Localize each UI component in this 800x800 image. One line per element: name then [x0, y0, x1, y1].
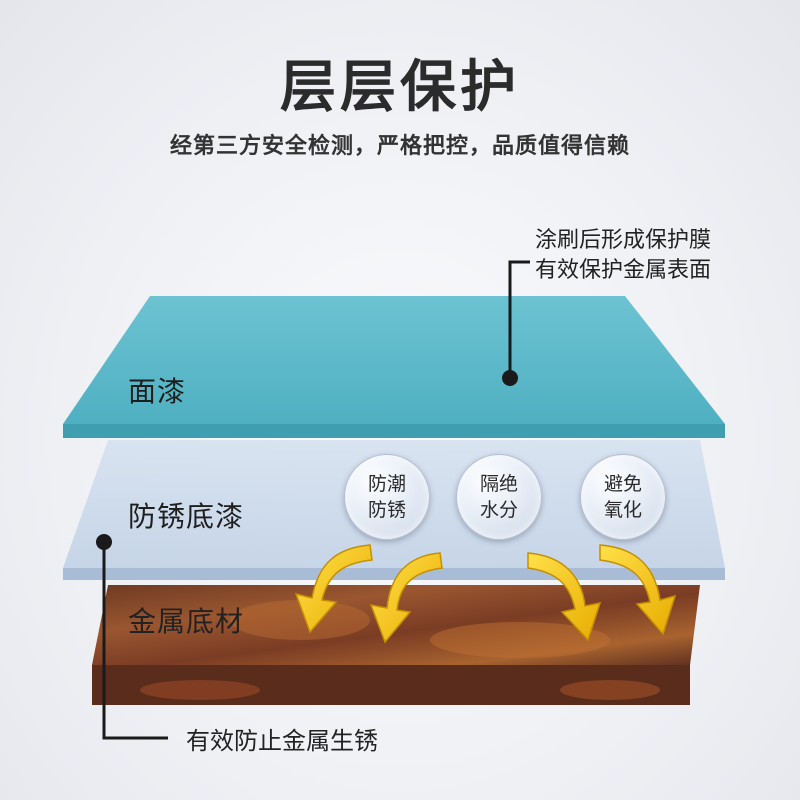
substrate-label: 金属底材	[128, 605, 245, 638]
page-title: 层层保护	[280, 55, 520, 120]
topcoat-label: 面漆	[128, 375, 187, 408]
topcoat-layer	[63, 296, 725, 438]
curved-arrow-icon	[527, 552, 602, 642]
curved-arrow-icon	[599, 544, 677, 636]
callout-top-line1: 涂刷后形成保护膜	[535, 228, 712, 253]
curved-arrow-icon	[294, 544, 373, 634]
callout-top-line2: 有效保护金属表面	[535, 258, 712, 283]
bubble-line: 水分	[479, 499, 518, 521]
penetration-arrows	[294, 544, 677, 644]
bubble-oxidation: 避免 氧化	[580, 454, 666, 540]
bubble-line: 防锈	[367, 499, 406, 521]
bubble-line: 隔绝	[479, 473, 518, 495]
callout-top: 涂刷后形成保护膜 有效保护金属表面	[535, 226, 711, 286]
bubble-line: 氧化	[603, 499, 642, 521]
bubble-line: 防潮	[367, 473, 406, 495]
bubble-water: 隔绝 水分	[456, 454, 542, 540]
primer-label: 防锈底漆	[128, 500, 245, 533]
page-subtitle: 经第三方安全检测，严格把控，品质值得信赖	[169, 134, 630, 159]
callout-bottom: 有效防止金属生锈	[186, 727, 378, 755]
callout-dot-icon	[502, 370, 518, 386]
callout-lines	[102, 260, 530, 740]
callout-dot-icon	[96, 534, 112, 550]
bubble-line: 避免	[603, 473, 642, 495]
bubble-moisture: 防潮 防锈	[344, 454, 430, 540]
curved-arrow-icon	[369, 552, 443, 644]
